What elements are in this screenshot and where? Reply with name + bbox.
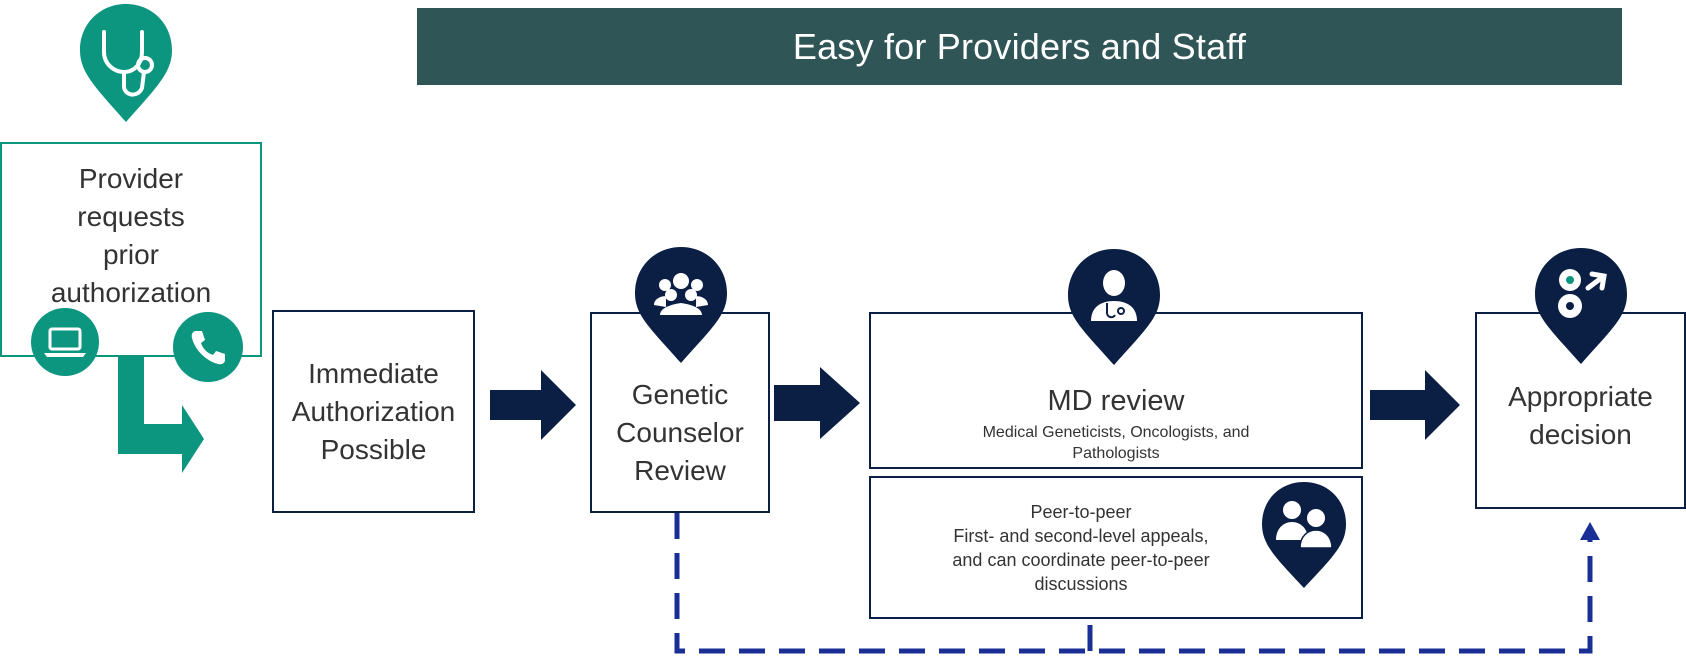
provider-line-3: prior xyxy=(102,239,159,270)
peer-line-4: discussions xyxy=(1034,573,1128,594)
doctor-icon xyxy=(1068,249,1160,365)
two-doctors-icon xyxy=(1262,482,1346,588)
stethoscope-icon xyxy=(80,4,172,122)
peer-line-3: and can coordinate peer-to-peer xyxy=(952,549,1210,570)
decision-line-2: decision xyxy=(1529,418,1632,450)
provider-line-1: Provider xyxy=(78,163,184,194)
immediate-line-1: Immediate xyxy=(308,357,439,389)
provider-line-2: requests xyxy=(77,201,185,232)
appropriate-decision-label: Appropriate decision xyxy=(1481,378,1681,454)
immediate-line-2: Authorization xyxy=(291,395,456,427)
genetic-line-3: Review xyxy=(634,454,726,486)
peer-line-2: First- and second-level appeals, xyxy=(953,525,1209,546)
provider-request-label: Provider requests prior authorization xyxy=(16,160,246,312)
immediate-authorization-box: Immediate Authorization Possible xyxy=(272,310,475,513)
decision-line-1: Appropriate xyxy=(1508,380,1653,412)
md-review-title: MD review xyxy=(1047,385,1185,417)
laptop-icon xyxy=(31,308,99,376)
genetic-to-md-arrow xyxy=(774,367,860,439)
phone-icon xyxy=(173,312,243,382)
peer-to-peer-label: Peer-to-peer First- and second-level app… xyxy=(921,500,1241,596)
genetic-counselor-review-label: Genetic Counselor Review xyxy=(595,376,765,490)
md-subtitle-line-2: Pathologists xyxy=(1072,445,1160,462)
md-subtitle-line-1: Medical Geneticists, Oncologists, and xyxy=(982,424,1250,441)
md-review-subtitle: Medical Geneticists, Oncologists, and Pa… xyxy=(936,422,1296,464)
decision-path-icon xyxy=(1535,248,1627,364)
genetic-line-2: Counselor xyxy=(616,416,744,448)
provider-to-immediate-arrow xyxy=(118,355,204,473)
provider-line-4: authorization xyxy=(50,277,212,308)
group-icon xyxy=(635,247,727,363)
page-title: Easy for Providers and Staff xyxy=(792,25,1247,67)
immediate-authorization-label: Immediate Authorization Possible xyxy=(279,355,469,469)
immediate-to-genetic-arrow xyxy=(490,370,576,440)
immediate-line-3: Possible xyxy=(320,433,427,465)
peer-line-1: Peer-to-peer xyxy=(1030,501,1132,522)
md-to-decision-arrow xyxy=(1370,370,1460,440)
page-title-banner: Easy for Providers and Staff xyxy=(417,8,1622,85)
dashed-up-arrowhead xyxy=(1580,522,1600,540)
genetic-line-1: Genetic xyxy=(631,378,729,410)
